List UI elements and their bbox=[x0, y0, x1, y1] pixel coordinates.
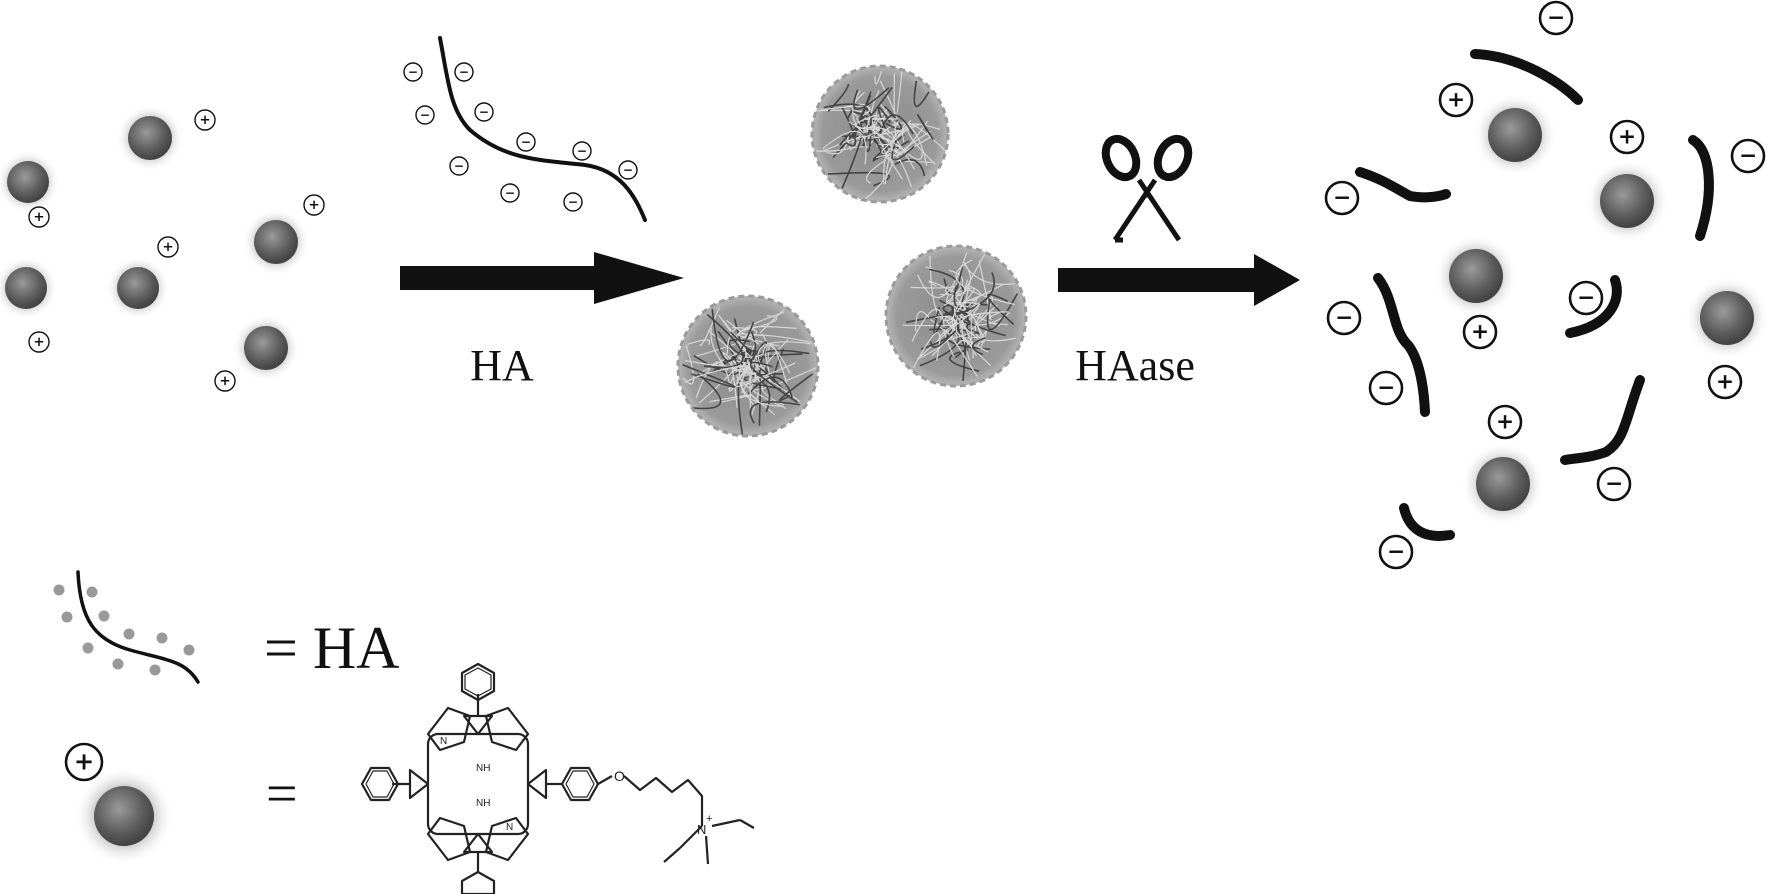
svg-text:+: + bbox=[33, 334, 44, 350]
negative-charge-icon: − bbox=[1568, 280, 1604, 316]
particle bbox=[0, 150, 60, 214]
particle bbox=[1461, 442, 1545, 526]
negative-charge-icon: − bbox=[1324, 180, 1360, 216]
negative-charge-icon: − bbox=[474, 102, 494, 122]
svg-text:+: + bbox=[199, 112, 210, 128]
scissors-icon bbox=[1101, 134, 1193, 243]
ha-chain-icon: − − − − − − − − − − bbox=[403, 36, 647, 222]
svg-text:−: − bbox=[1387, 540, 1405, 565]
arrow-right-icon bbox=[1058, 254, 1300, 306]
svg-text:+: + bbox=[219, 373, 230, 389]
positive-charge-icon: + bbox=[194, 109, 216, 131]
negative-charge-icon: − bbox=[415, 105, 435, 125]
nanoparticle-sphere bbox=[810, 64, 950, 204]
oxygen-label: O bbox=[614, 768, 625, 784]
svg-text:+: + bbox=[308, 197, 319, 213]
positive-charge-icon: + bbox=[28, 331, 50, 353]
positive-charge-icon: + bbox=[303, 194, 325, 216]
ha-fragment bbox=[1355, 49, 1714, 541]
negative-charge-icon: − bbox=[1730, 138, 1766, 174]
free-particles-group: + + + + + + bbox=[0, 104, 325, 392]
positive-charge-icon: + bbox=[1438, 82, 1474, 118]
particle bbox=[1585, 159, 1669, 243]
legend-ha-label: = HA bbox=[264, 615, 400, 681]
particle bbox=[116, 104, 184, 172]
positive-charge-icon: + bbox=[214, 370, 236, 392]
negative-charge-icon: − bbox=[1326, 300, 1362, 336]
quaternary-n-label: N bbox=[697, 822, 706, 837]
svg-text:−: − bbox=[1739, 144, 1757, 169]
negative-charge-icon: − bbox=[454, 62, 474, 82]
svg-text:+: + bbox=[1447, 88, 1465, 113]
positive-charge-icon: + bbox=[1487, 404, 1523, 440]
svg-text:−: − bbox=[577, 144, 587, 158]
positive-charge-icon: + bbox=[1462, 314, 1498, 350]
svg-text:+: + bbox=[1618, 125, 1636, 150]
svg-text:−: − bbox=[454, 159, 464, 173]
negative-charge-icon: − bbox=[618, 160, 638, 180]
svg-text:−: − bbox=[479, 105, 489, 119]
particle bbox=[1473, 93, 1557, 177]
released-particles-group: + + + + + − − − − − − − − bbox=[1324, 0, 1769, 570]
nh-label-mid: NH bbox=[476, 763, 490, 774]
svg-text:−: − bbox=[1335, 306, 1353, 331]
svg-text:−: − bbox=[420, 108, 430, 122]
svg-text:−: − bbox=[521, 135, 531, 149]
positive-charge-icon: + bbox=[1707, 364, 1743, 400]
negative-charge-icon: − bbox=[403, 62, 423, 82]
negative-charge-icon: − bbox=[1368, 370, 1404, 406]
negative-charge-icon: − bbox=[1538, 0, 1574, 36]
n-label-top: N bbox=[440, 736, 447, 747]
particle bbox=[1685, 276, 1769, 360]
legend-particle-label: = bbox=[266, 763, 298, 825]
svg-text:−: − bbox=[1333, 186, 1351, 211]
svg-text:+: + bbox=[33, 209, 44, 225]
legend-ha bbox=[53, 570, 200, 684]
svg-text:−: − bbox=[1605, 472, 1623, 497]
svg-text:−: − bbox=[408, 65, 418, 79]
nanoparticle-sphere bbox=[884, 244, 1028, 388]
positive-charge-icon: + bbox=[28, 206, 50, 228]
positive-charge-icon: + bbox=[157, 236, 179, 258]
svg-text:+: + bbox=[1496, 410, 1514, 435]
negative-charge-icon: − bbox=[572, 141, 592, 161]
positive-charge-icon: + bbox=[64, 742, 104, 782]
arrow-right-icon bbox=[400, 252, 684, 304]
negative-charge-icon: − bbox=[449, 156, 469, 176]
svg-text:−: − bbox=[1547, 6, 1565, 31]
quaternary-plus-label: + bbox=[706, 813, 712, 825]
particle bbox=[1434, 234, 1518, 318]
svg-text:−: − bbox=[505, 186, 515, 200]
svg-text:−: − bbox=[459, 65, 469, 79]
nanoparticle-sphere bbox=[676, 294, 820, 438]
svg-text:+: + bbox=[1716, 370, 1734, 395]
positive-charge-icon: + bbox=[1609, 119, 1645, 155]
particle bbox=[232, 314, 300, 382]
svg-text:+: + bbox=[162, 239, 173, 255]
svg-text:−: − bbox=[623, 163, 633, 177]
legend-particle: + bbox=[64, 742, 174, 866]
negative-charge-icon: − bbox=[516, 132, 536, 152]
negative-charge-icon: − bbox=[1378, 534, 1414, 570]
nh-label-bot: NH bbox=[476, 798, 490, 809]
step2-label: HAase bbox=[1075, 341, 1195, 390]
negative-charge-icon: − bbox=[563, 192, 583, 212]
svg-text:+: + bbox=[74, 747, 94, 776]
step1-label: HA bbox=[470, 341, 534, 390]
svg-text:+: + bbox=[1471, 320, 1489, 345]
negative-charge-icon: − bbox=[1596, 466, 1632, 502]
n-label-low: N bbox=[506, 822, 513, 833]
particle bbox=[0, 256, 58, 320]
porphyrin-structure bbox=[360, 662, 755, 894]
svg-text:−: − bbox=[1577, 286, 1595, 311]
nanoparticle-group bbox=[676, 64, 1028, 438]
particle bbox=[242, 208, 310, 276]
svg-text:−: − bbox=[568, 195, 578, 209]
svg-text:−: − bbox=[1377, 376, 1395, 401]
particle bbox=[106, 256, 170, 320]
negative-charge-icon: − bbox=[500, 183, 520, 203]
